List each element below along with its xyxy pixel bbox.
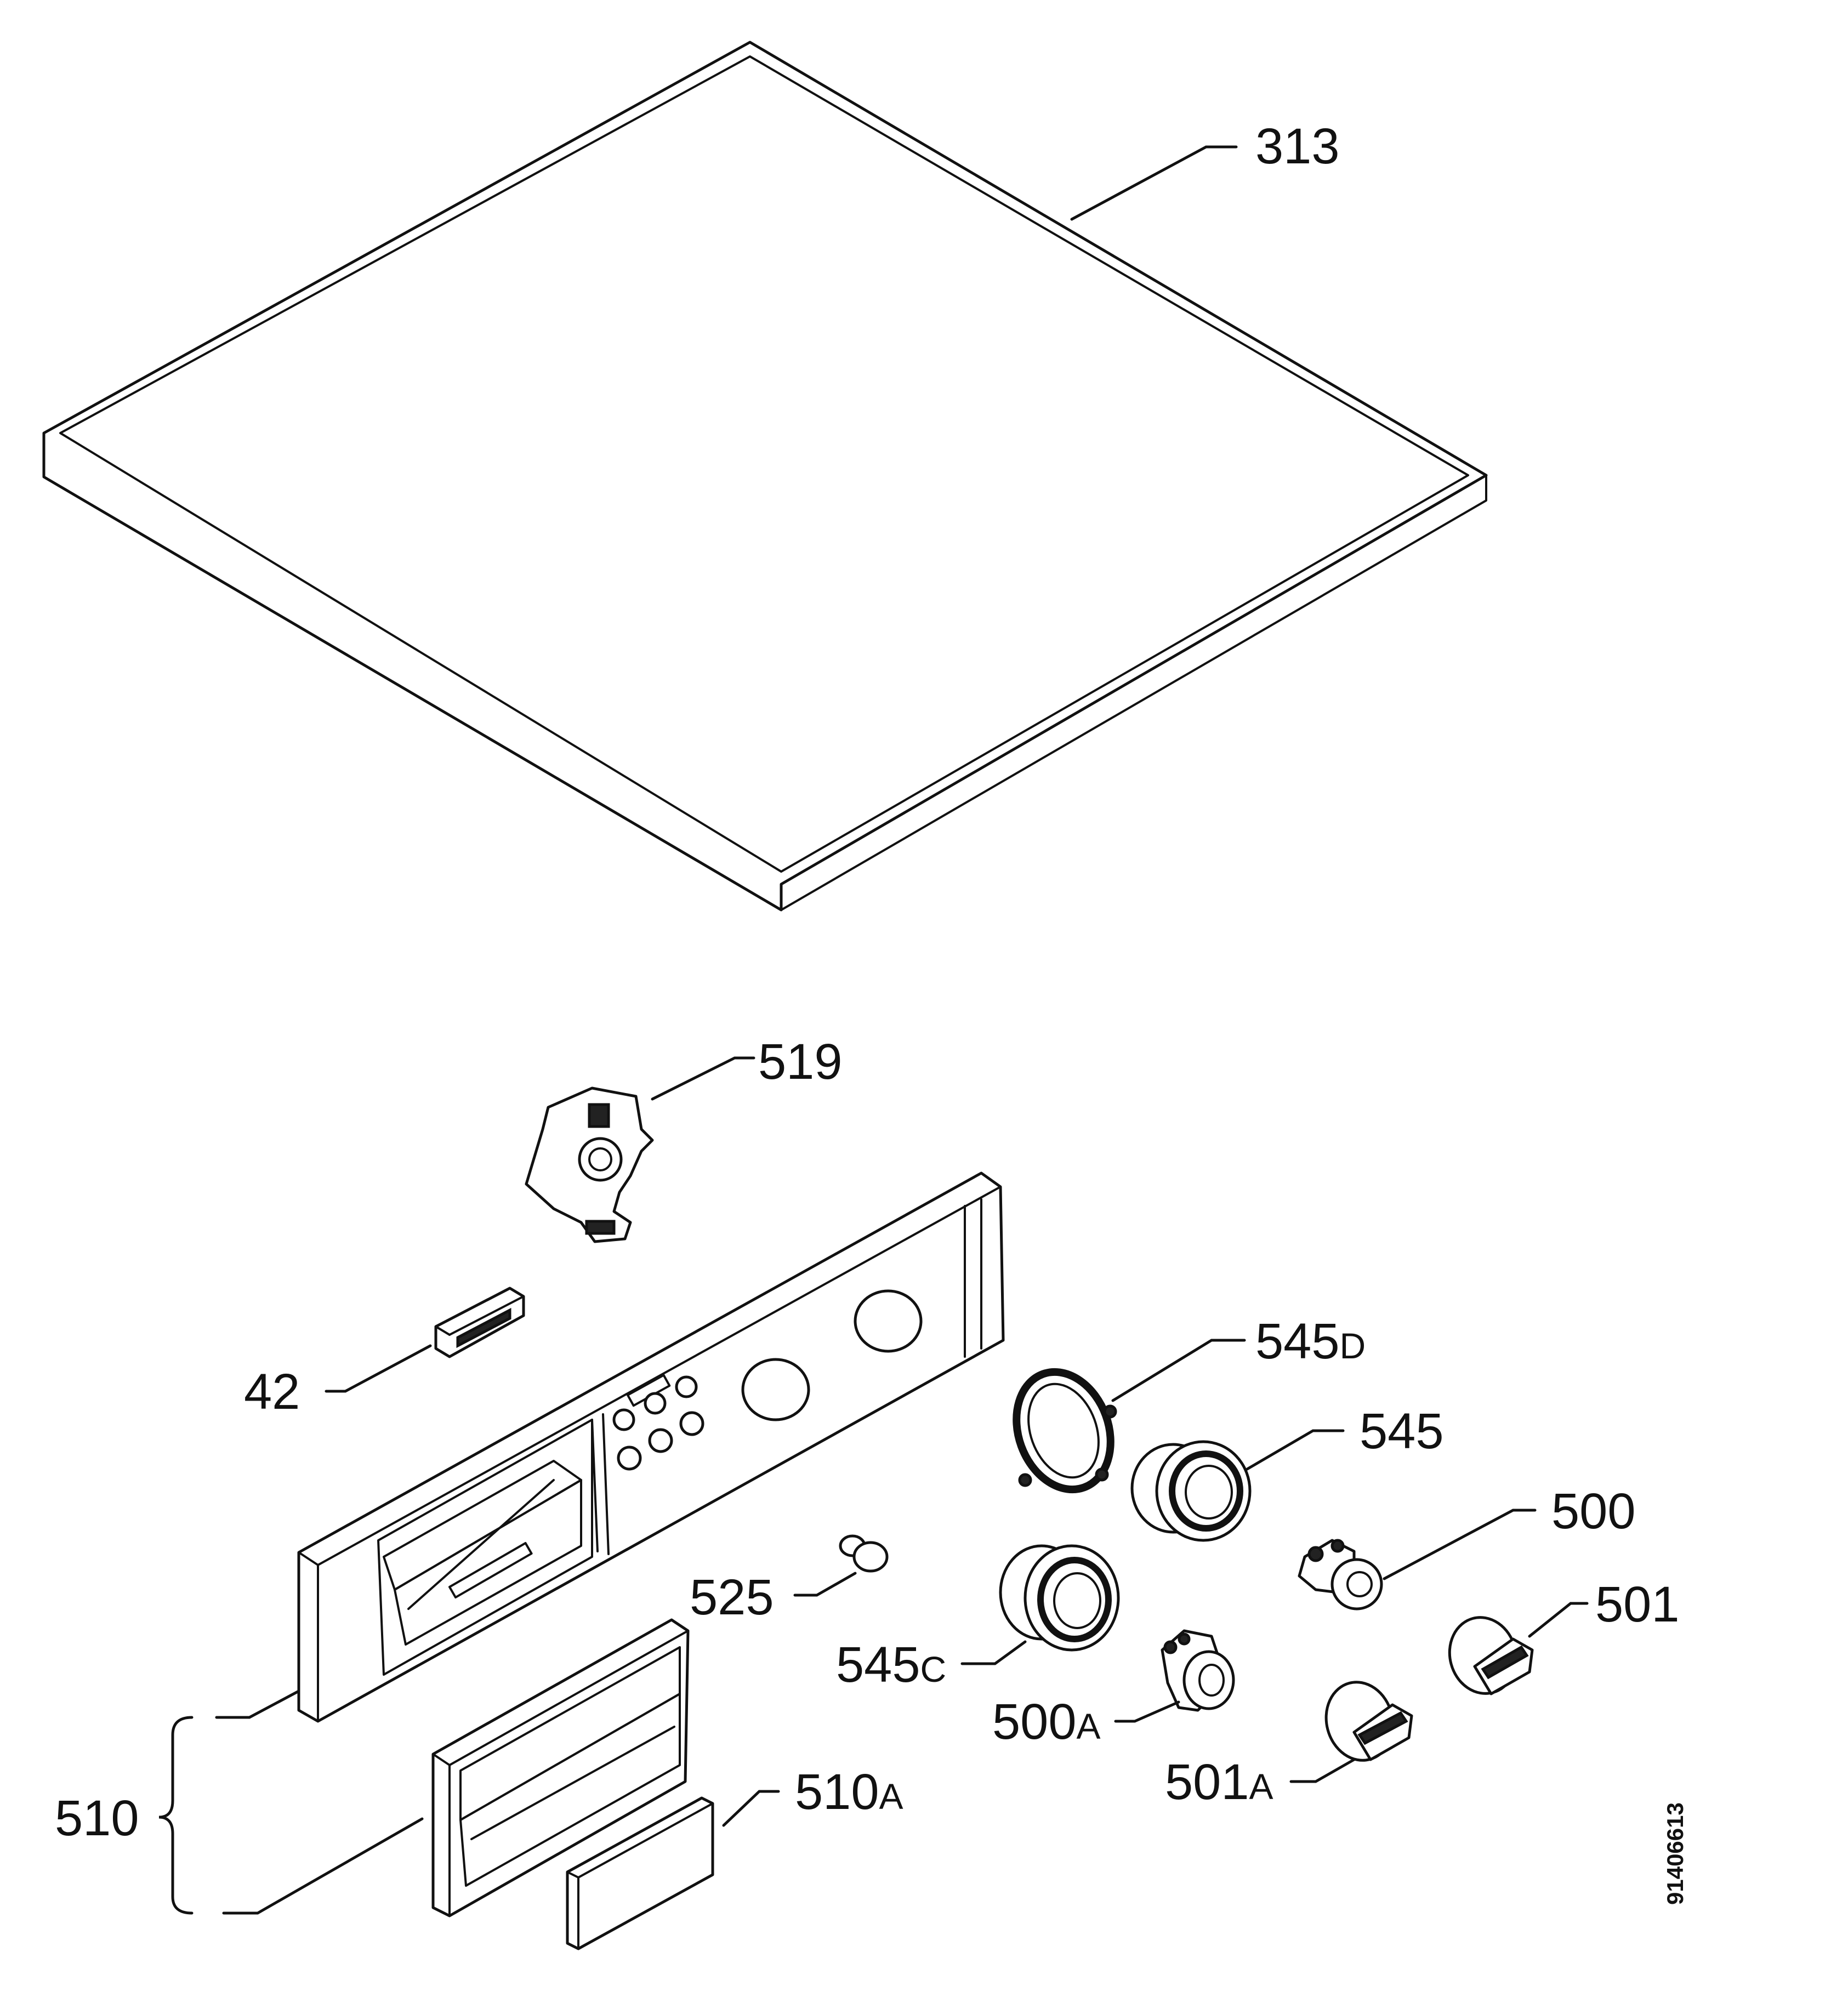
label-42: 42 (244, 1364, 300, 1420)
label-525: 525 (690, 1569, 774, 1625)
leader-545c (960, 1640, 1027, 1665)
label-501: 501 (1595, 1577, 1680, 1632)
part-501-knob-cap (1448, 1616, 1534, 1695)
label-510a: 510A (795, 1764, 903, 1820)
leader-501 (1528, 1602, 1589, 1638)
part-510a-insert-plate (566, 1796, 714, 1950)
bracket-510 (158, 1716, 194, 1915)
part-545d-spring-ring (1013, 1368, 1117, 1494)
leader-525 (793, 1572, 857, 1597)
part-545c-knob (999, 1544, 1120, 1652)
leader-500 (1383, 1509, 1537, 1580)
leader-500a (1114, 1700, 1180, 1723)
leader-313 (1070, 145, 1238, 221)
leader-501a (1289, 1758, 1356, 1783)
label-545: 545 (1360, 1403, 1444, 1459)
leader-510-upper (215, 1689, 300, 1719)
label-500a: 500A (992, 1694, 1101, 1750)
part-42-switch-button (434, 1287, 525, 1358)
leader-545 (1246, 1429, 1345, 1471)
part-500-knob-insert (1298, 1539, 1383, 1611)
label-545d: 545D (1255, 1313, 1366, 1369)
leader-42 (325, 1344, 432, 1393)
part-545-knob (1130, 1440, 1252, 1542)
part-501a-knob-cap (1324, 1681, 1413, 1762)
label-510: 510 (55, 1790, 139, 1846)
document-number: 91406613 (1662, 1802, 1688, 1905)
control-panel-fascia (297, 1171, 1005, 1723)
part-313-top-cover (42, 41, 1488, 912)
leader-519 (651, 1056, 755, 1101)
leader-510a (722, 1790, 780, 1827)
leader-545d (1111, 1339, 1246, 1402)
part-500a-potentiometer (1161, 1629, 1235, 1712)
label-500: 500 (1551, 1483, 1636, 1539)
leader-510-lower (222, 1817, 424, 1915)
label-501a: 501A (1165, 1754, 1273, 1810)
part-525-indicator-lamp (839, 1534, 889, 1573)
label-519: 519 (758, 1034, 843, 1090)
label-313: 313 (1255, 118, 1340, 174)
part-519-selector-bracket (525, 1086, 654, 1243)
part-510-drawer-front (431, 1618, 690, 1917)
label-545c: 545C (836, 1637, 946, 1693)
